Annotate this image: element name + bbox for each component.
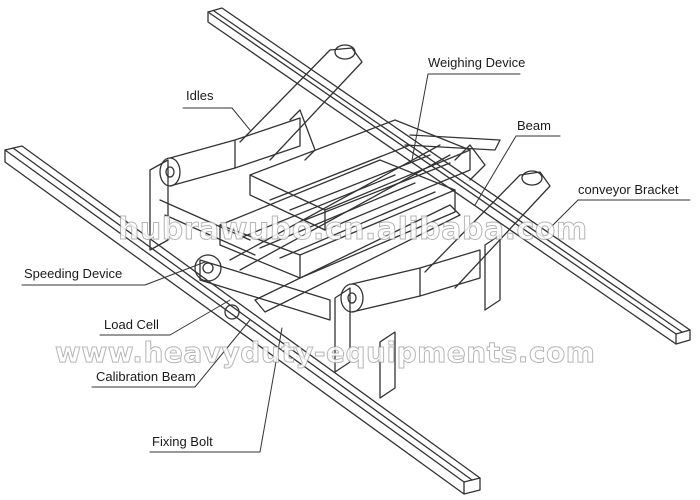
watermark-upper: hubrawubo.cn.alibaba.com bbox=[118, 212, 588, 248]
label-beam: Beam bbox=[517, 118, 551, 133]
speeding-device-wheel bbox=[194, 254, 240, 320]
weighing-frame bbox=[199, 119, 501, 321]
label-load-cell: Load Cell bbox=[104, 317, 159, 332]
label-fixing-bolt: Fixing Bolt bbox=[152, 434, 213, 449]
front-rail bbox=[4, 145, 481, 495]
label-conveyor-bracket: conveyor Bracket bbox=[578, 182, 679, 197]
label-weighing-device: Weighing Device bbox=[428, 55, 526, 70]
label-calibration-beam: Calibration Beam bbox=[96, 369, 196, 384]
label-idles: Idles bbox=[186, 88, 214, 103]
left-idler-set bbox=[149, 44, 363, 256]
rear-rail bbox=[207, 7, 691, 345]
label-speeding-device: Speeding Device bbox=[24, 266, 123, 281]
watermark-lower: www.heavyduty-equipments.com bbox=[54, 336, 596, 370]
leader-lines bbox=[21, 73, 691, 453]
right-idler-set bbox=[334, 170, 551, 399]
